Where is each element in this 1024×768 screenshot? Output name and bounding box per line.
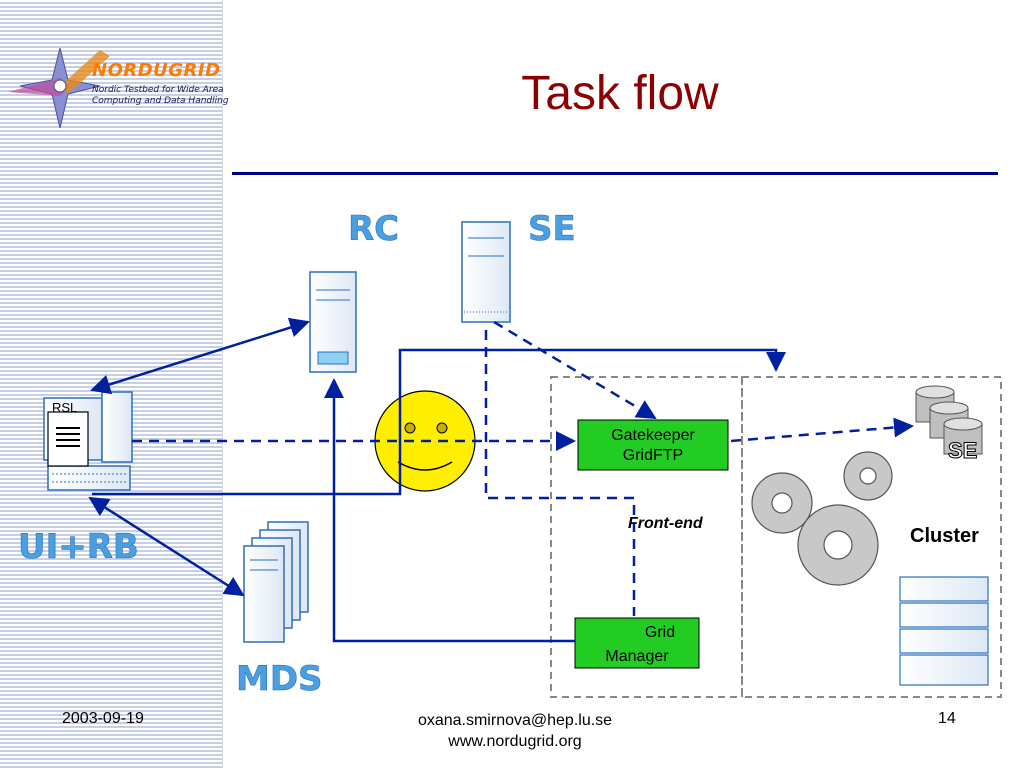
ui-cluster-link	[92, 348, 786, 496]
ui-rb-label: UI+RB	[18, 527, 139, 567]
se-label: SE	[528, 209, 576, 249]
logo-title: NORDUGRID	[92, 60, 221, 81]
grid-manager-label-line2: Manager	[605, 648, 669, 665]
footer-contact: oxana.smirnova@hep.lu.se www.nordugrid.o…	[385, 710, 645, 752]
nordugrid-logo-star-icon	[8, 47, 110, 129]
cluster-label: Cluster	[910, 525, 979, 547]
title-rule	[232, 172, 998, 175]
gatekeeper-se-dashed	[730, 417, 914, 443]
mds-server-stack-icon	[243, 521, 309, 643]
se-storage-label: SE	[948, 438, 977, 463]
grid-manager-box	[574, 617, 700, 669]
ui-mds-link	[88, 496, 245, 597]
rack-servers-icon	[899, 576, 989, 686]
footer-date: 2003-09-19	[62, 710, 144, 727]
rsl-document-icon	[47, 411, 89, 467]
cluster-boundary	[741, 376, 1002, 698]
gatekeeper-label: Gatekeeper	[611, 427, 695, 444]
gm-rc-link	[324, 378, 575, 643]
mds-label: MDS	[236, 659, 323, 699]
slide-title: Task flow	[521, 67, 719, 120]
footer-url: www.nordugrid.org	[448, 733, 582, 750]
logo-tagline-line1: Nordic Testbed for Wide Area	[92, 85, 224, 95]
se-gridmanager-dashed	[484, 330, 636, 616]
rc-server-icon	[309, 271, 357, 373]
gatekeeper-box	[577, 419, 729, 471]
logo-text-block: NORDUGRID Nordic Testbed for Wide Area C…	[92, 60, 229, 107]
se-gatekeeper-dashed	[493, 320, 657, 420]
footer-email: oxana.smirnova@hep.lu.se	[417, 712, 613, 729]
rc-ui-link	[90, 317, 310, 395]
grid-manager-label-line1: Grid	[645, 624, 675, 641]
rc-label: RC	[348, 209, 399, 249]
rsl-label: RSL	[52, 400, 77, 415]
footer-page-number: 14	[938, 710, 956, 727]
gears-icon	[751, 451, 893, 586]
logo-tagline: Nordic Testbed for Wide Area Computing a…	[92, 85, 229, 107]
se-server-icon	[461, 221, 511, 323]
logo-tagline-line2: Computing and Data Handling	[92, 96, 229, 106]
se-storage-icon	[915, 385, 983, 455]
front-end-label: Front-end	[628, 515, 704, 532]
gridftp-label: GridFTP	[623, 447, 683, 464]
